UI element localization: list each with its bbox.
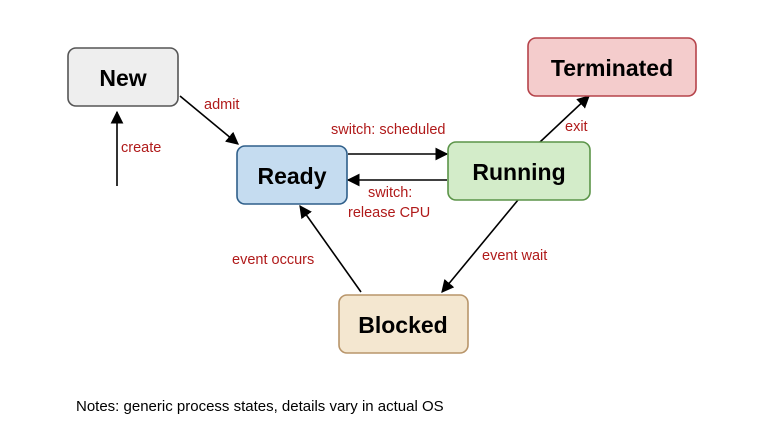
scheduled-label: switch: scheduled [331,122,445,138]
event-wait-arrow [441,199,519,293]
state-terminated-label: Terminated [551,55,673,81]
state-blocked: Blocked [338,294,469,354]
state-blocked-label: Blocked [358,312,447,338]
state-running: Running [447,141,591,201]
state-new: New [67,47,179,107]
state-ready: Ready [236,145,348,205]
release-cpu-label-line2: release CPU [348,205,430,221]
state-ready-box [236,145,348,205]
state-running-box [447,141,591,201]
event-occurs-arrow [299,204,362,293]
notes-text: Notes: generic process states, details v… [76,398,444,415]
state-new-label: New [99,65,146,91]
admit-label: admit [204,97,239,113]
state-blocked-box [338,294,469,354]
event-occurs-label: event occurs [232,252,314,268]
state-terminated-box [527,37,697,97]
admit-arrow [179,95,239,145]
exit-arrow [539,95,590,143]
state-ready-label: Ready [257,163,326,189]
state-new-box [67,47,179,107]
state-terminated: Terminated [527,37,697,97]
create-label: create [121,140,161,156]
event-wait-label: event wait [482,248,547,264]
state-running-label: Running [472,159,565,185]
exit-label: exit [565,119,588,135]
release-cpu-label-line1: switch: [368,185,412,201]
